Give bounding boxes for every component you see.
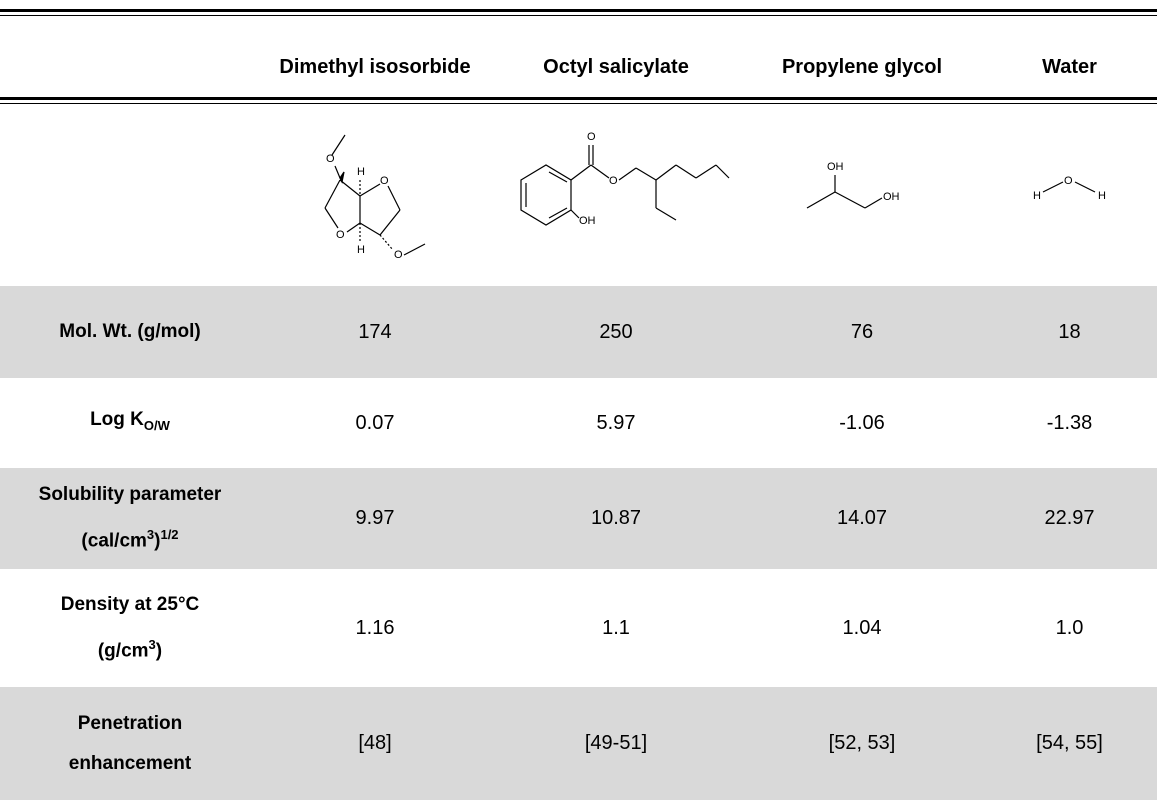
dimethyl-isosorbide-structure: O O O H H O (260, 104, 490, 285)
pg-oh-top: OH (827, 161, 844, 173)
cell-density-octyl-salicylate: 1.1 (602, 616, 630, 639)
cell-solubility-propylene-glycol: 14.07 (836, 507, 888, 529)
table-row-density: Density at 25°C(g/cm3) 1.16 1.1 1.04 1.0 (0, 569, 1157, 687)
cell-mol-wt-octyl-salicylate: 250 (599, 320, 633, 343)
column-header-propylene-glycol: Propylene glycol (781, 56, 943, 78)
water-structure: H O H (982, 104, 1157, 285)
cell-log-k-propylene-glycol: -1.06 (839, 411, 885, 434)
pg-oh-right: OH (883, 191, 900, 203)
row-label-solubility: Solubility parameter(cal/cm3)1/2 (38, 484, 222, 552)
octyl-salicylate-structure: O O OH (490, 104, 742, 285)
row-label-log-k: Log KO/W (90, 409, 170, 433)
row-label-density: Density at 25°C(g/cm3) (60, 593, 200, 662)
header-rule-thick (0, 97, 1157, 100)
water-o: O (1064, 175, 1073, 187)
water-h-left: H (1033, 190, 1041, 202)
cell-log-k-water: -1.38 (1046, 411, 1093, 434)
top-rule-thick (0, 9, 1157, 12)
cell-mol-wt-water: 18 (1058, 320, 1081, 343)
cell-solubility-water: 22.97 (1044, 507, 1095, 529)
dmi-o-methoxy-top: O (326, 153, 335, 165)
cell-density-dimethyl-isosorbide: 1.16 (355, 616, 395, 639)
header-row: Dimethyl isosorbide Octyl salicylate Pro… (0, 40, 1157, 95)
table-row-log-k: Log KO/W 0.07 5.97 -1.06 -1.38 (0, 378, 1157, 468)
header-rule-thin (0, 103, 1157, 104)
cell-penetration-dimethyl-isosorbide: [48] (358, 732, 392, 754)
structures-row: O O O H H O (0, 104, 1157, 285)
cell-solubility-octyl-salicylate: 10.87 (590, 507, 642, 529)
row-label-mol-wt: Mol. Wt. (g/mol) (59, 321, 201, 342)
column-header-water: Water (1042, 56, 1097, 78)
octyl-o-ester: O (609, 175, 618, 187)
table-row-solubility: Solubility parameter(cal/cm3)1/2 9.97 10… (0, 468, 1157, 569)
dmi-o-ring-top: O (380, 175, 389, 187)
octyl-o-carbonyl: O (587, 131, 596, 143)
table-row-mol-wt: Mol. Wt. (g/mol) 174 250 76 18 (0, 286, 1157, 378)
dmi-h-top: H (357, 166, 365, 178)
cell-log-k-octyl-salicylate: 5.97 (596, 411, 636, 434)
cell-mol-wt-propylene-glycol: 76 (850, 320, 874, 343)
dmi-o-methoxy-bottom: O (394, 249, 403, 261)
cell-penetration-propylene-glycol: [52, 53] (828, 732, 896, 754)
column-header-octyl-salicylate: Octyl salicylate (543, 56, 689, 78)
cell-density-propylene-glycol: 1.04 (842, 616, 882, 639)
water-h-right: H (1098, 190, 1106, 202)
cell-solubility-dimethyl-isosorbide: 9.97 (355, 507, 395, 529)
cell-density-water: 1.0 (1055, 616, 1084, 639)
octyl-oh: OH (579, 215, 596, 227)
cell-mol-wt-dimethyl-isosorbide: 174 (358, 320, 392, 343)
dmi-o-ring-bottom: O (336, 229, 345, 241)
cell-log-k-dimethyl-isosorbide: 0.07 (355, 411, 395, 434)
dmi-h-bottom: H (357, 244, 365, 256)
propylene-glycol-structure: OH OH (742, 104, 982, 285)
top-rule-thin (0, 15, 1157, 16)
cell-penetration-octyl-salicylate: [49-51] (584, 732, 648, 754)
column-header-dimethyl-isosorbide: Dimethyl isosorbide (279, 56, 471, 78)
cell-penetration-water: [54, 55] (1036, 732, 1103, 754)
